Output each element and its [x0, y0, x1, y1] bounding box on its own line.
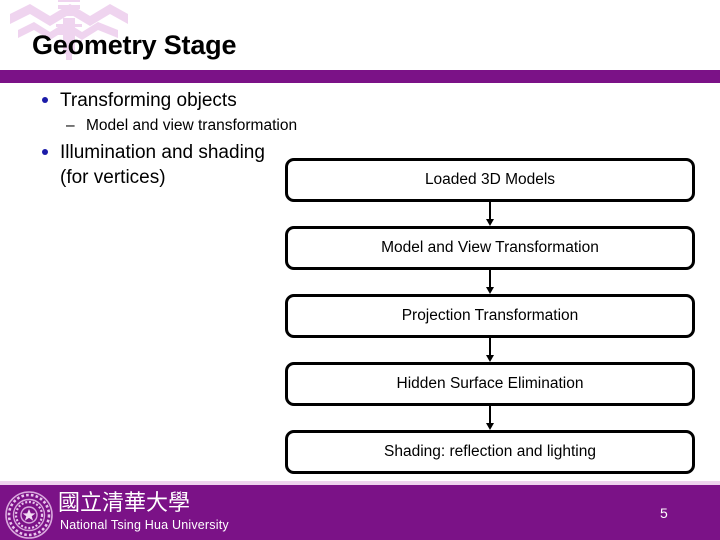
flow-node-label: Projection Transformation	[401, 307, 579, 324]
bullet-item-illumination-shading: Illumination and shading (for vertices)	[30, 140, 280, 190]
university-name-en: National Tsing Hua University	[60, 518, 229, 532]
arrow-head	[485, 355, 494, 362]
footer-hairline	[0, 481, 720, 485]
bullet-label: Illumination and shading (for vertices)	[60, 142, 265, 188]
flow-node-loaded-3d-models[interactable]: Loaded 3D Models	[285, 158, 695, 202]
flow-node-hidden-surface-elimination[interactable]: Hidden Surface Elimination	[285, 362, 695, 406]
arrow-head	[485, 287, 494, 294]
bullet-dot-icon	[42, 149, 48, 155]
sub-bullet-item-model-and-view: – Model and view transformation	[30, 115, 297, 137]
bullet-label: Transforming objects	[60, 90, 237, 111]
footer-bar	[0, 485, 720, 540]
arrow-stem	[488, 406, 492, 425]
bullet-dot-icon	[42, 97, 48, 103]
pipeline-flowchart: Loaded 3D Models Model and View Transfor…	[285, 158, 695, 474]
arrow-head	[485, 219, 494, 226]
flow-node-model-and-view-transformation[interactable]: Model and View Transformation	[285, 226, 695, 270]
university-name-cn-text: 國立清華大學	[58, 491, 190, 516]
flow-node-label: Hidden Surface Elimination	[396, 375, 584, 392]
flow-node-label: Model and View Transformation	[381, 239, 599, 256]
flow-node-label: Shading: reflection and lighting	[384, 443, 596, 460]
flow-arrow-icon	[285, 406, 695, 430]
university-name-cn: 國立清華大學	[58, 488, 238, 516]
arrow-stem	[488, 338, 492, 357]
flow-arrow-icon	[285, 338, 695, 362]
page-number: 5	[660, 505, 668, 521]
flow-arrow-icon	[285, 270, 695, 294]
en-dash-icon: –	[66, 117, 75, 134]
bullet-item-transforming-objects: Transforming objects	[30, 88, 280, 113]
slide-title: Geometry Stage	[32, 30, 237, 60]
flow-node-label: Loaded 3D Models	[424, 171, 556, 188]
flow-node-shading-reflection-lighting[interactable]: Shading: reflection and lighting	[285, 430, 695, 474]
arrow-stem	[488, 270, 492, 289]
title-divider-bar	[0, 70, 720, 83]
bullet-list: Transforming objects – Model and view tr…	[30, 88, 297, 192]
arrow-stem	[488, 202, 492, 221]
flow-arrow-icon	[285, 202, 695, 226]
arrow-head	[485, 423, 494, 430]
sub-bullet-label: Model and view transformation	[86, 117, 298, 134]
nthu-seal-icon	[4, 490, 54, 540]
flow-node-projection-transformation[interactable]: Projection Transformation	[285, 294, 695, 338]
